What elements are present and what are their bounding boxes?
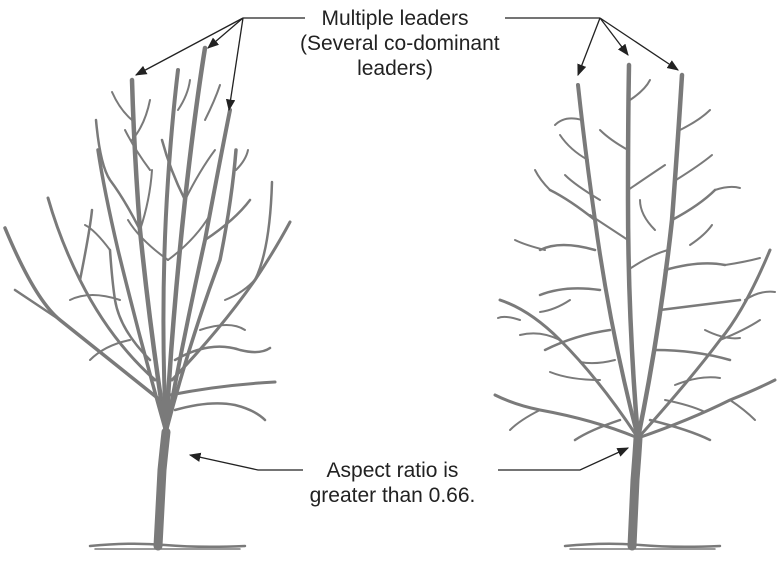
aspect-ratio-label: Aspect ratio is greater than 0.66. [285, 458, 500, 508]
top-label-line-3: leaders) [357, 57, 433, 80]
bottom-callout-lines [188, 447, 630, 471]
bottom-label-line-2: greater than 0.66. [309, 484, 476, 507]
bottom-label-line-1: Aspect ratio is [326, 459, 459, 482]
arrow-to-right-leader-3 [599, 17, 679, 71]
multiple-leaders-label: Multiple leaders (Several co-dominant le… [300, 6, 500, 81]
arrow-to-left-leader-1 [134, 17, 244, 76]
top-label-line-1: Multiple leaders [321, 7, 469, 30]
right-tree [493, 62, 777, 551]
arrow-to-left-leader-2 [207, 17, 244, 49]
bottom-right-line [498, 447, 630, 471]
arrow-to-left-leader-3 [225, 17, 244, 112]
top-label-line-2: (Several co-dominant [300, 32, 500, 55]
top-callout-lines [134, 17, 679, 112]
arrow-to-right-leader-2 [599, 17, 629, 56]
arrow-to-right-leader-1 [577, 17, 601, 77]
bottom-left-line [188, 452, 303, 471]
left-tree [3, 45, 292, 551]
